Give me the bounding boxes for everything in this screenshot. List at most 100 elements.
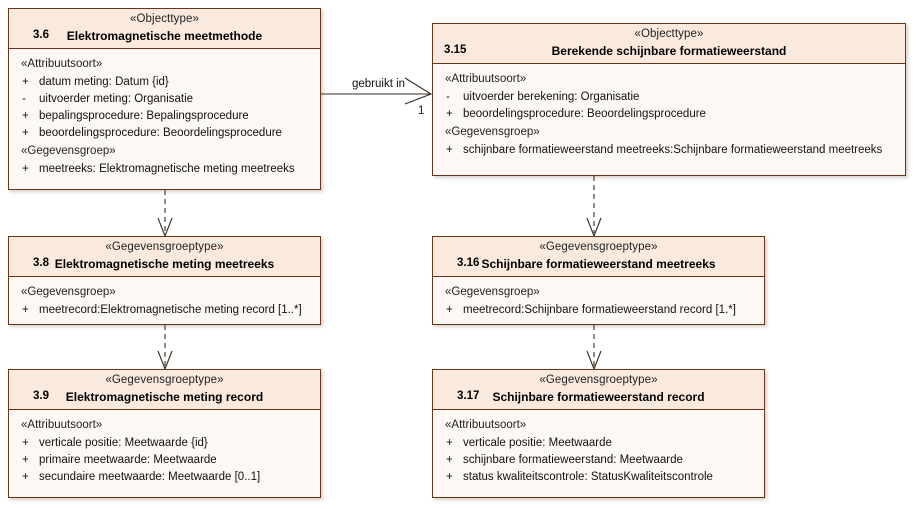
feature-row[interactable]: + primaire meetwaarde: Meetwaarde xyxy=(9,452,320,469)
class-title-row: 3.8 Elektromagnetische meting meetreeks xyxy=(9,255,320,272)
class-name: Elektromagnetische meetmethode xyxy=(66,29,263,43)
feature-row[interactable]: +bepalingsprocedure: Bepalingsprocedure xyxy=(9,108,320,125)
feature-row[interactable]: - uitvoerder berekening: Organisatie xyxy=(433,89,905,106)
class-number: 3.16 xyxy=(457,257,480,269)
visibility-marker: + xyxy=(446,108,453,120)
class-box-elektromagnetische-meetmethode[interactable]: «Objecttype» 3.6 Elektromagnetische meet… xyxy=(8,8,321,190)
connector-dependency-emmm-emr[interactable] xyxy=(157,325,173,371)
visibility-marker: - xyxy=(22,93,26,105)
feature-text: verticale positie: Meetwaarde {id} xyxy=(39,437,208,449)
class-stereotype: «Gegevensgroeptype» xyxy=(539,241,658,253)
class-header: «Gegevensgroeptype» 3.9 Elektromagnetisc… xyxy=(9,370,320,410)
class-title-row: 3.15 Berekende schijnbare formatieweerst… xyxy=(433,42,905,59)
class-title-row: 3.16 Schijnbare formatieweerstand meetre… xyxy=(433,255,764,272)
class-name: Elektromagnetische meting meetreeks xyxy=(54,257,275,271)
class-number: 3.17 xyxy=(457,390,480,402)
class-box-elektromagnetische-meting-meetreeks[interactable]: «Gegevensgroeptype» 3.8 Elektromagnetisc… xyxy=(8,236,321,325)
feature-text: status kwaliteitscontrole: StatusKwalite… xyxy=(463,471,713,483)
connector-multiplicity-target: 1 xyxy=(418,105,425,117)
visibility-marker: + xyxy=(446,304,453,316)
class-body: «Attribuutsoort» - uitvoerder berekening:… xyxy=(433,64,905,166)
feature-row[interactable]: +secundaire meetwaarde: Meetwaarde [0..1… xyxy=(9,469,320,486)
visibility-marker: + xyxy=(446,144,453,156)
feature-row[interactable]: + schijnbare formatieweerstand: Meetwaard… xyxy=(433,452,764,469)
section-label: «Gegevensgroep» xyxy=(21,286,116,298)
feature-row[interactable]: + status kwaliteitscontrole: StatusKwalit… xyxy=(433,469,764,486)
class-stereotype: «Gegevensgroeptype» xyxy=(105,241,224,253)
visibility-marker: + xyxy=(22,437,29,449)
feature-text: beoordelingsprocedure: Beoordelingsproce… xyxy=(463,108,706,120)
section-label: «Attribuutsoort» xyxy=(445,419,527,431)
feature-row[interactable]: + beoordelingsprocedure: Beoordelingsproc… xyxy=(9,125,320,142)
section-label: «Attribuutsoort» xyxy=(445,73,527,85)
visibility-marker: + xyxy=(446,437,453,449)
visibility-marker: + xyxy=(22,454,29,466)
feature-row[interactable]: + schijnbare formatieweerstand meetreeks:… xyxy=(433,142,905,159)
feature-text: uitvoerder berekening: Organisatie xyxy=(463,91,640,103)
class-header: «Gegevensgroeptype» 3.8 Elektromagnetisc… xyxy=(9,237,320,277)
class-number: 3.8 xyxy=(33,257,49,269)
visibility-marker: - xyxy=(446,91,450,103)
feature-row[interactable]: +verticale positie: Meetwaarde xyxy=(433,435,764,452)
class-header: «Gegevensgroeptype» 3.17 Schijnbare form… xyxy=(433,370,764,410)
connector-dependency-emm-emmm[interactable] xyxy=(157,190,173,238)
class-name: Berekende schijnbare formatieweerstand xyxy=(551,44,787,58)
visibility-marker: + xyxy=(446,454,453,466)
class-stereotype: «Objecttype» xyxy=(634,28,704,40)
feature-text: meetrecord:Elektromagnetische meting rec… xyxy=(39,304,302,316)
feature-row[interactable]: - uitvoerder meting: Organisatie xyxy=(9,91,320,108)
feature-text: datum meting: Datum {id} xyxy=(39,76,169,88)
visibility-marker: + xyxy=(22,127,29,139)
feature-text: primaire meetwaarde: Meetwaarde xyxy=(39,454,217,466)
class-stereotype: «Gegevensgroeptype» xyxy=(539,374,658,386)
section-label: «Gegevensgroep» xyxy=(445,126,540,138)
section-label: «Attribuutsoort» xyxy=(21,58,103,70)
feature-text: uitvoerder meting: Organisatie xyxy=(39,93,194,105)
visibility-marker: + xyxy=(22,304,29,316)
visibility-marker: + xyxy=(22,471,29,483)
class-header: «Objecttype» 3.15 Berekende schijnbare f… xyxy=(433,24,905,64)
connector-dependency-bsf-sfm[interactable] xyxy=(586,176,602,238)
visibility-marker: + xyxy=(446,471,453,483)
visibility-marker: + xyxy=(22,163,29,175)
class-stereotype: «Objecttype» xyxy=(130,13,199,25)
class-header: «Objecttype» 3.6 Elektromagnetische meet… xyxy=(9,9,320,49)
feature-row[interactable]: + beoordelingsprocedure: Beoordelingsproc… xyxy=(433,106,905,123)
feature-row[interactable]: + meetrecord:Elektromagnetische meting re… xyxy=(9,302,320,319)
class-body: «Gegevensgroep» + meetrecord:Schijnbare f… xyxy=(433,277,764,326)
feature-row[interactable]: + datum meting: Datum {id} xyxy=(9,74,320,91)
section-label: «Gegevensgroep» xyxy=(445,286,540,298)
class-number: 3.15 xyxy=(444,44,467,56)
feature-row[interactable]: + meetreeks: Elektromagnetische meting me… xyxy=(9,161,320,178)
visibility-marker: + xyxy=(22,76,29,88)
section-label: «Gegevensgroep» xyxy=(21,145,116,157)
class-title-row: 3.9 Elektromagnetische meting record xyxy=(9,388,320,405)
class-name: Schijnbare formatieweerstand record xyxy=(492,390,705,404)
class-box-berekende-schijnbare-formatieweerstand[interactable]: «Objecttype» 3.15 Berekende schijnbare f… xyxy=(432,23,906,176)
class-header: «Gegevensgroeptype» 3.16 Schijnbare form… xyxy=(433,237,764,277)
class-box-schijnbare-formatieweerstand-record[interactable]: «Gegevensgroeptype» 3.17 Schijnbare form… xyxy=(432,369,765,498)
connector-dependency-sfm-sfr[interactable] xyxy=(586,325,602,371)
feature-text: meetrecord:Schijnbare formatieweerstand … xyxy=(463,304,736,316)
class-body: «Attribuutsoort» +verticale positie: Mee… xyxy=(9,410,320,493)
class-stereotype: «Gegevensgroeptype» xyxy=(105,374,224,386)
class-body: «Attribuutsoort» +verticale positie: Mee… xyxy=(433,410,764,493)
feature-text: bepalingsprocedure: Bepalingsprocedure xyxy=(39,110,249,122)
feature-text: beoordelingsprocedure: Beoordelingsproce… xyxy=(39,127,282,139)
class-title-row: 3.6 Elektromagnetische meetmethode xyxy=(9,27,320,44)
feature-row[interactable]: + meetrecord:Schijnbare formatieweerstand… xyxy=(433,302,764,319)
class-number: 3.6 xyxy=(33,29,49,41)
class-name: Schijnbare formatieweerstand meetreeks xyxy=(481,257,716,271)
class-body: «Attribuutsoort» + datum meting: Datum {i… xyxy=(9,49,320,185)
class-box-elektromagnetische-meting-record[interactable]: «Gegevensgroeptype» 3.9 Elektromagnetisc… xyxy=(8,369,321,498)
feature-text: schijnbare formatieweerstand: Meetwaarde xyxy=(463,454,683,466)
class-box-schijnbare-formatieweerstand-meetreeks[interactable]: «Gegevensgroeptype» 3.16 Schijnbare form… xyxy=(432,236,765,325)
class-number: 3.9 xyxy=(33,390,49,402)
connector-label-gebruikt-in: gebruikt in xyxy=(352,78,406,90)
feature-text: schijnbare formatieweerstand meetreeks:S… xyxy=(463,144,883,156)
class-name: Elektromagnetische meting record xyxy=(65,390,264,404)
class-body: «Gegevensgroep» + meetrecord:Elektromagne… xyxy=(9,277,320,326)
feature-row[interactable]: + verticale positie: Meetwaarde {id} xyxy=(9,435,320,452)
feature-text: meetreeks: Elektromagnetische meting mee… xyxy=(39,163,295,175)
